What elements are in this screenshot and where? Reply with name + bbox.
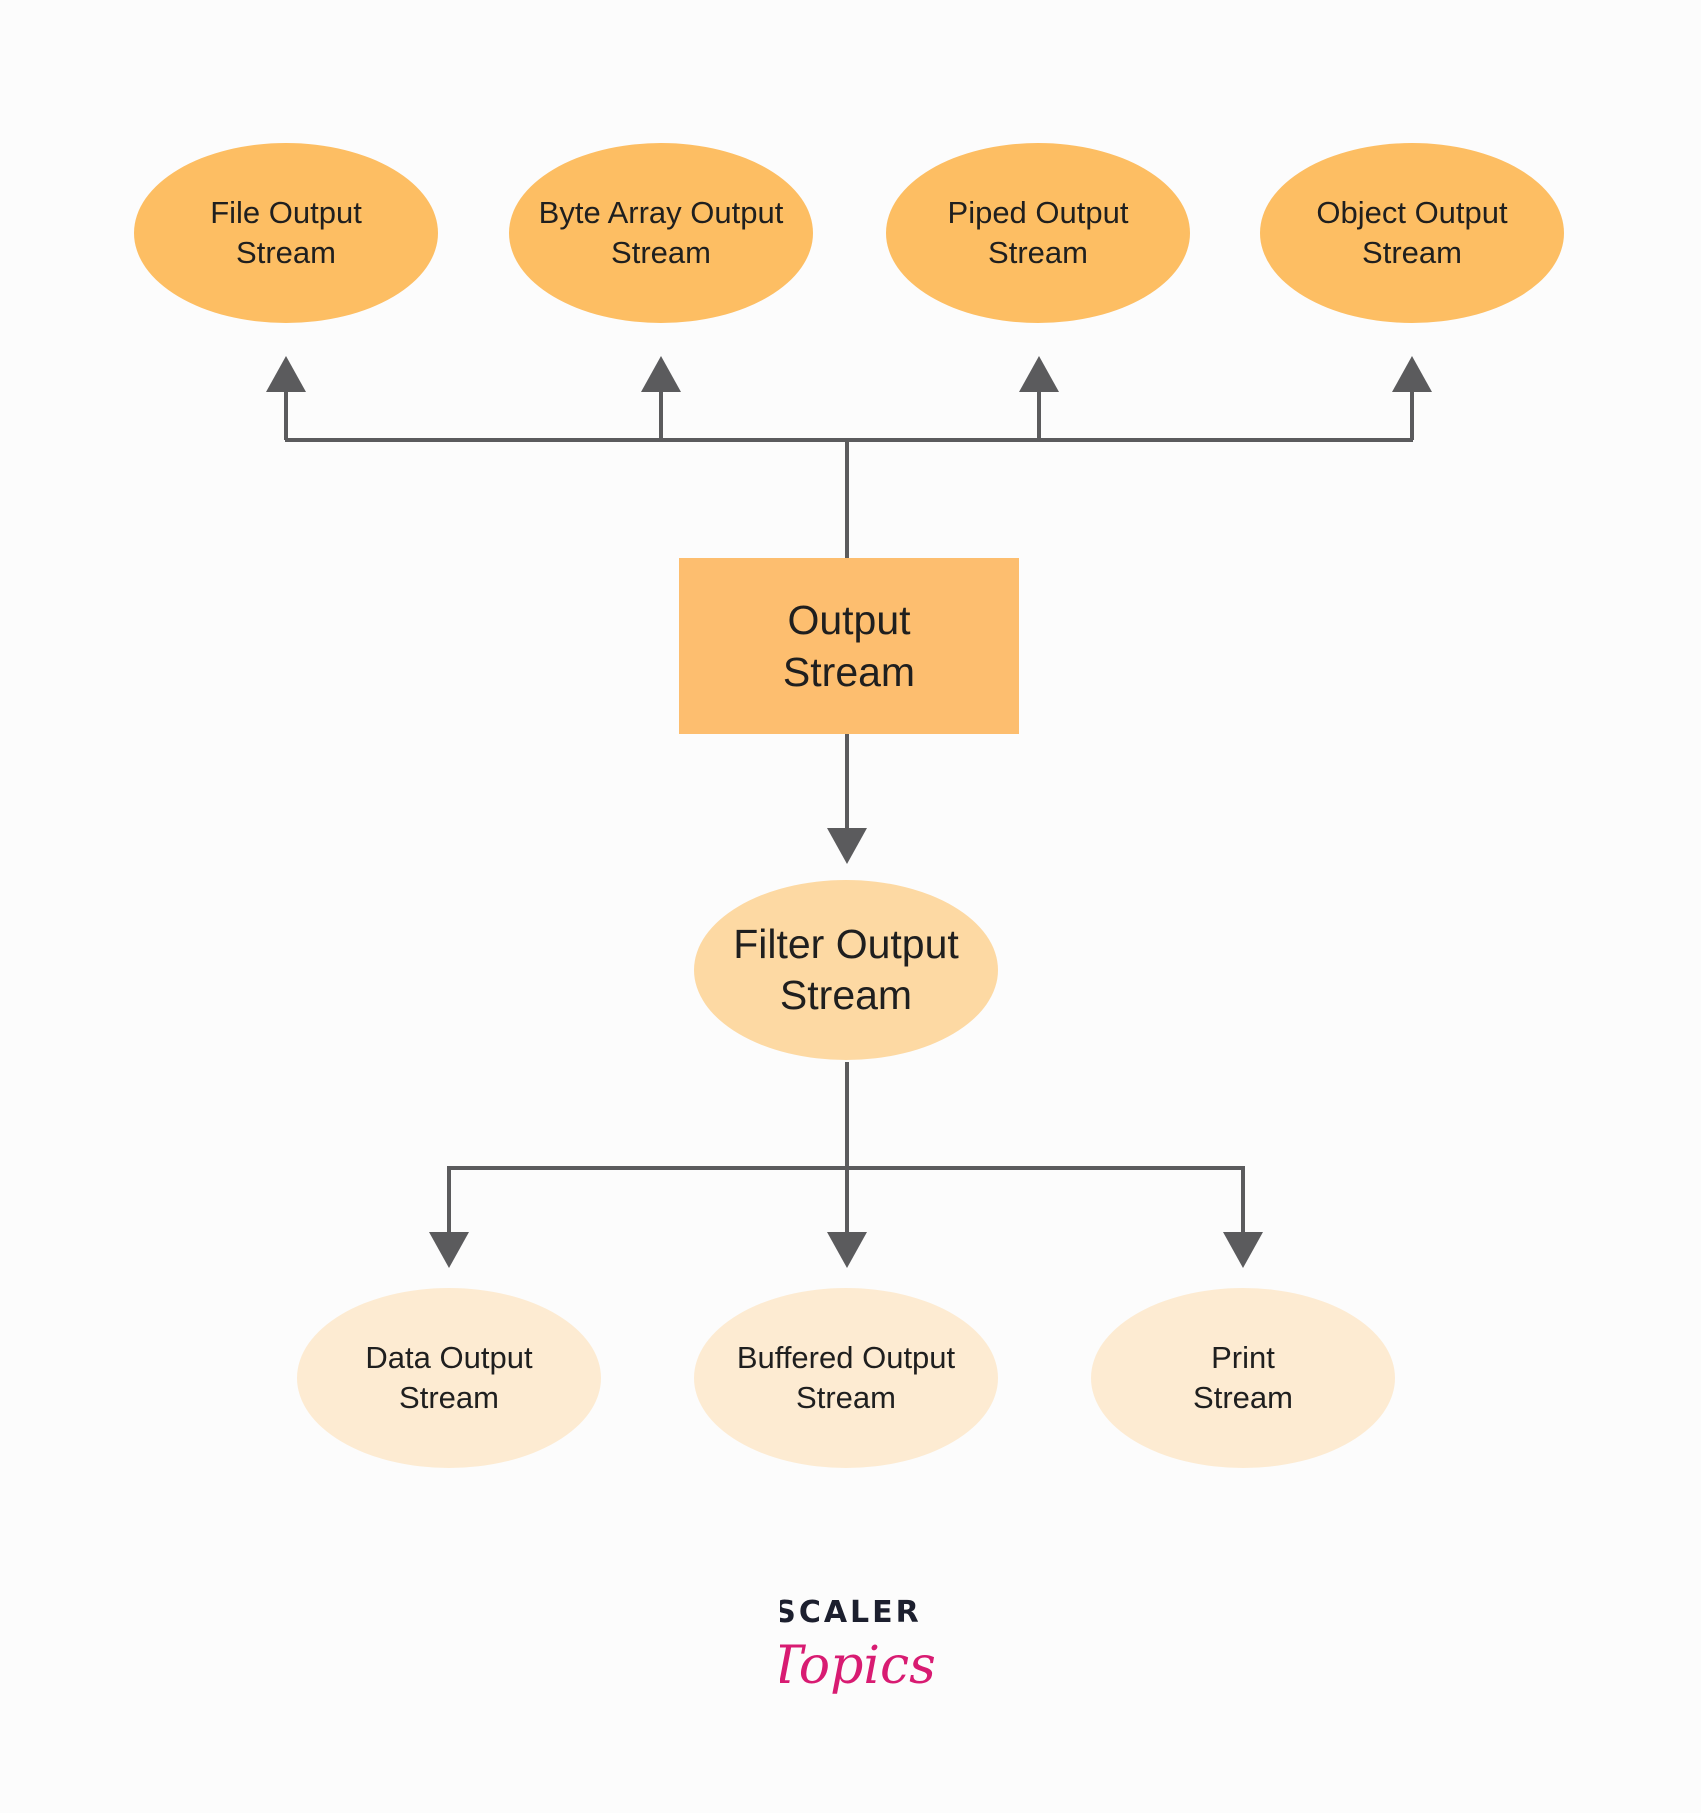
- arrow-down-buffered-icon: [827, 1232, 867, 1268]
- node-label-line2: Stream: [399, 1380, 499, 1415]
- filter-output-stream-node: Filter Output Stream: [694, 880, 998, 1060]
- node-label-line1: Data Output: [365, 1340, 533, 1375]
- node-label-line2: Stream: [988, 235, 1088, 270]
- arrow-up-object-icon: [1392, 356, 1432, 392]
- arrow-up-file-icon: [266, 356, 306, 392]
- node-label-line2: Stream: [779, 972, 913, 1018]
- node-label-line2: Stream: [1362, 235, 1462, 270]
- node-label-line1: Filter Output: [733, 921, 959, 967]
- node-label-line1: Object Output: [1316, 195, 1508, 230]
- logo-product-text: Topics: [780, 1636, 936, 1696]
- node-label-line1: Byte Array Output: [538, 195, 784, 230]
- arrow-down-data-icon: [429, 1232, 469, 1268]
- arrow-up-piped-icon: [1019, 356, 1059, 392]
- piped-output-stream-node: Piped Output Stream: [886, 143, 1190, 323]
- node-label-line2: Stream: [1193, 1380, 1293, 1415]
- logo-brand-text: SCALER: [780, 1595, 922, 1630]
- arrow-up-bytearray-icon: [641, 356, 681, 392]
- arrow-down-filter-icon: [827, 828, 867, 864]
- node-label-line1: Piped Output: [947, 195, 1129, 230]
- arrow-down-print-icon: [1223, 1232, 1263, 1268]
- scaler-topics-logo: SCALER Topics: [780, 1595, 936, 1696]
- node-label-line1: Output: [787, 597, 911, 643]
- node-label-line1: File Output: [210, 195, 362, 230]
- object-output-stream-node: Object Output Stream: [1260, 143, 1564, 323]
- node-label-line2: Stream: [796, 1380, 896, 1415]
- node-label-line1: Buffered Output: [736, 1340, 956, 1375]
- print-stream-node: Print Stream: [1091, 1288, 1395, 1468]
- node-label-line2: Stream: [611, 235, 711, 270]
- output-stream-node: Output Stream: [679, 558, 1019, 734]
- byte-array-output-stream-node: Byte Array Output Stream: [509, 143, 813, 323]
- node-label-line1: Print: [1211, 1340, 1275, 1375]
- buffered-output-stream-node: Buffered Output Stream: [694, 1288, 998, 1468]
- node-label-line2: Stream: [236, 235, 336, 270]
- data-output-stream-node: Data Output Stream: [297, 1288, 601, 1468]
- node-label-line2: Stream: [782, 649, 916, 695]
- file-output-stream-node: File Output Stream: [134, 143, 438, 323]
